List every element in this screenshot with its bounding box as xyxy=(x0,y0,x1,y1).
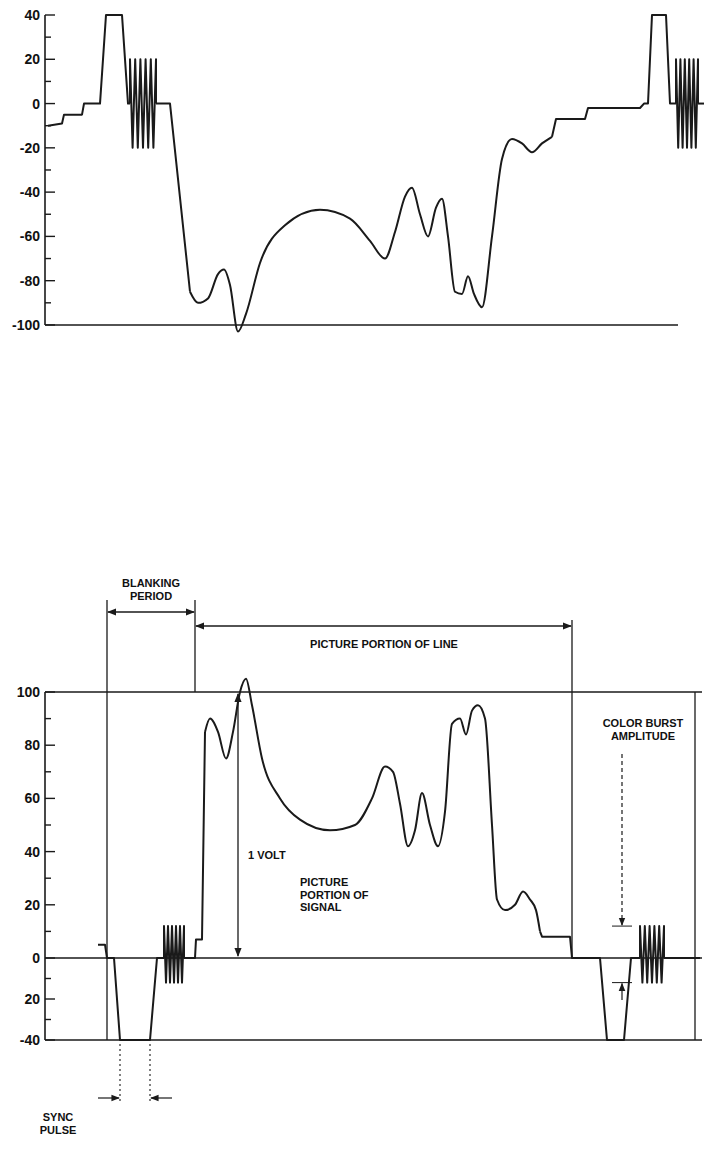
axis-tick xyxy=(45,236,55,237)
baseline xyxy=(45,324,678,325)
inverted-waveform-chart xyxy=(45,15,704,332)
annotation-label: PICTURE PORTION OF SIGNAL xyxy=(300,876,380,914)
period-marker xyxy=(694,692,695,1040)
color-burst xyxy=(164,926,184,983)
axis-value: -40 xyxy=(20,184,40,200)
annotation-label: 1 VOLT xyxy=(248,849,308,862)
axis-tick xyxy=(45,81,51,82)
axis-value: 40 xyxy=(24,7,40,23)
axis-tick xyxy=(45,771,51,772)
y-axis xyxy=(44,692,46,1040)
annotation-label: BLANKING PERIOD xyxy=(109,577,193,602)
signal-trace xyxy=(698,103,704,105)
dimension-arrow xyxy=(108,611,194,612)
axis-value: 20 xyxy=(24,51,40,67)
axis-value: -100 xyxy=(12,317,40,333)
axis-tick xyxy=(45,147,55,148)
axis-value: -60 xyxy=(20,228,40,244)
axis-tick xyxy=(45,214,51,215)
annotation-label: PICTURE PORTION OF LINE xyxy=(284,638,484,651)
axis-tick xyxy=(45,851,55,852)
dimension-arrow xyxy=(98,1097,119,1098)
axis-tick xyxy=(45,978,51,979)
burst-limit xyxy=(612,926,632,927)
composite-waveform-chart xyxy=(45,600,702,1102)
axis-tick xyxy=(45,931,51,932)
dimension-arrow xyxy=(151,1097,172,1098)
axis-tick xyxy=(45,14,55,15)
axis-tick xyxy=(45,302,51,303)
axis-tick xyxy=(45,878,51,879)
axis-tick xyxy=(45,59,55,60)
axis-tick xyxy=(45,824,51,825)
color-burst xyxy=(640,926,664,983)
axis-tick xyxy=(45,1019,51,1020)
axis-value: 100 xyxy=(17,684,40,700)
axis-tick xyxy=(45,103,55,104)
axis-tick xyxy=(45,998,55,999)
axis-tick xyxy=(45,169,51,170)
leader-line xyxy=(119,1044,120,1102)
dimension-arrow xyxy=(621,754,622,925)
axis-tick xyxy=(45,798,55,799)
sync-tip xyxy=(552,15,676,137)
color-burst xyxy=(676,59,698,148)
axis-value: 0 xyxy=(32,950,40,966)
axis-tick xyxy=(45,36,51,37)
color-burst xyxy=(130,59,156,148)
picture-trace xyxy=(205,679,540,932)
axis-tick xyxy=(45,191,55,192)
period-marker xyxy=(106,600,107,1040)
burst-limit xyxy=(612,982,632,983)
annotation-label: SYNC PULSE xyxy=(23,1111,93,1136)
period-marker xyxy=(571,620,572,958)
picture-trace xyxy=(190,137,552,332)
axis-tick xyxy=(45,904,55,905)
annotation-label: COLOR BURST AMPLITUDE xyxy=(596,717,690,742)
sync-pulse xyxy=(98,945,164,1040)
reference-line xyxy=(45,691,702,692)
axis-tick xyxy=(45,745,55,746)
signal-trace xyxy=(184,732,205,958)
dimension-arrow xyxy=(196,625,571,626)
sync-pulse xyxy=(540,931,640,1040)
leader-line xyxy=(149,1044,150,1102)
axis-value: 20 xyxy=(24,991,40,1007)
axis-tick xyxy=(45,258,51,259)
period-marker xyxy=(194,600,195,692)
axis-value: 60 xyxy=(24,790,40,806)
axis-value: 40 xyxy=(24,844,40,860)
dimension-arrow xyxy=(237,694,238,956)
axis-value: -80 xyxy=(20,273,40,289)
axis-value: 80 xyxy=(24,737,40,753)
axis-value: -40 xyxy=(20,1032,40,1048)
signal-trace xyxy=(664,957,700,959)
reference-line xyxy=(45,957,702,958)
sync-tip xyxy=(48,15,130,126)
axis-value: 0 xyxy=(32,96,40,112)
axis-tick xyxy=(45,718,51,719)
axis-value: 20 xyxy=(24,897,40,913)
signal-trace xyxy=(156,104,190,292)
axis-value: -20 xyxy=(20,140,40,156)
axis-tick xyxy=(45,280,55,281)
dimension-arrow xyxy=(621,984,622,1000)
